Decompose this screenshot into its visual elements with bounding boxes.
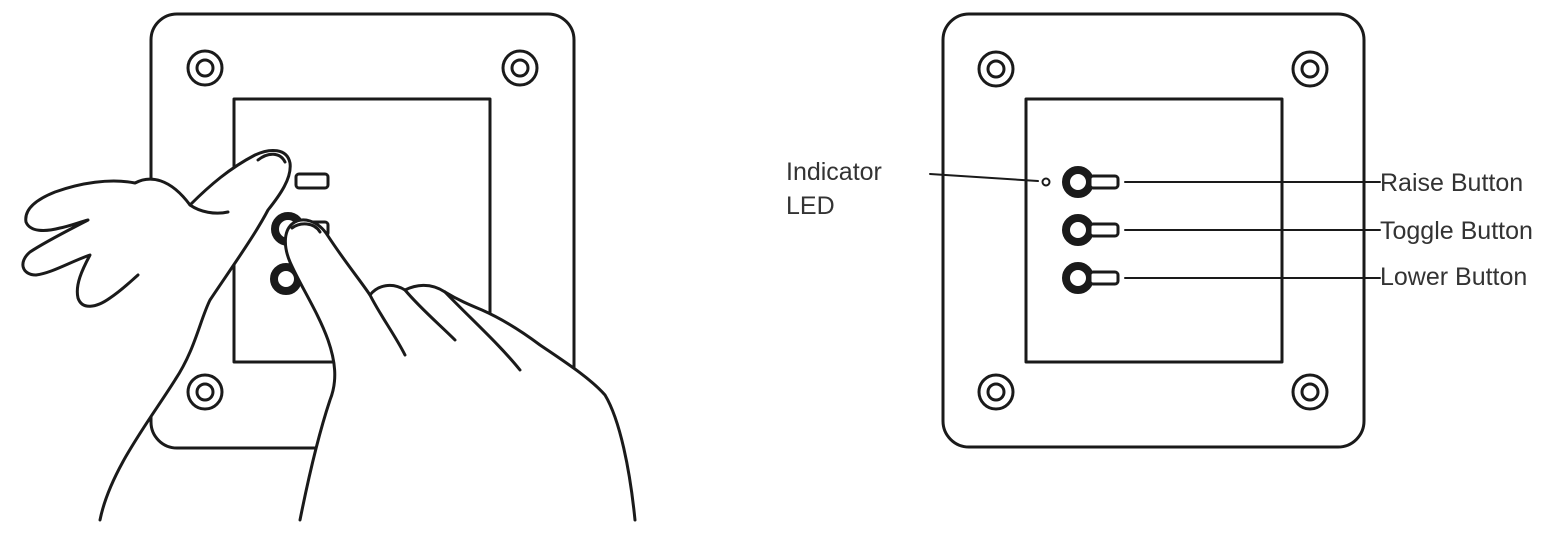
left-knuckle-line xyxy=(188,203,230,215)
right-screw-top-left xyxy=(977,50,1015,88)
raise-button xyxy=(1062,166,1120,198)
right-fingernail xyxy=(290,222,322,234)
left-raise-button xyxy=(294,172,330,190)
lower-button-label: Lower Button xyxy=(1380,263,1527,291)
right-finger-crease-2 xyxy=(403,288,457,342)
raise-button-label: Raise Button xyxy=(1380,169,1523,197)
right-keypad-illustration xyxy=(929,12,1381,449)
indicator-label-line2: LED xyxy=(786,192,835,220)
indicator-led xyxy=(1041,177,1051,187)
left-hand xyxy=(21,149,292,522)
left-keypad-illustration xyxy=(21,12,637,522)
indicator-label-line1: Indicator xyxy=(786,158,882,186)
right-screw-bottom-left xyxy=(977,373,1015,411)
left-screw-bottom-left xyxy=(186,373,224,411)
right-screw-top-right xyxy=(1291,50,1329,88)
left-thumbnail xyxy=(256,152,287,164)
lower-button xyxy=(1062,262,1120,294)
right-hand xyxy=(283,218,637,522)
right-finger-crease-1 xyxy=(368,293,407,357)
right-finger-crease-3 xyxy=(443,290,522,372)
indicator-leader-line xyxy=(929,173,1039,182)
right-screw-bottom-right xyxy=(1291,373,1329,411)
left-screw-top-right xyxy=(501,49,539,87)
toggle-button-label: Toggle Button xyxy=(1380,217,1533,245)
toggle-button xyxy=(1062,214,1120,246)
left-screw-top-left xyxy=(186,49,224,87)
